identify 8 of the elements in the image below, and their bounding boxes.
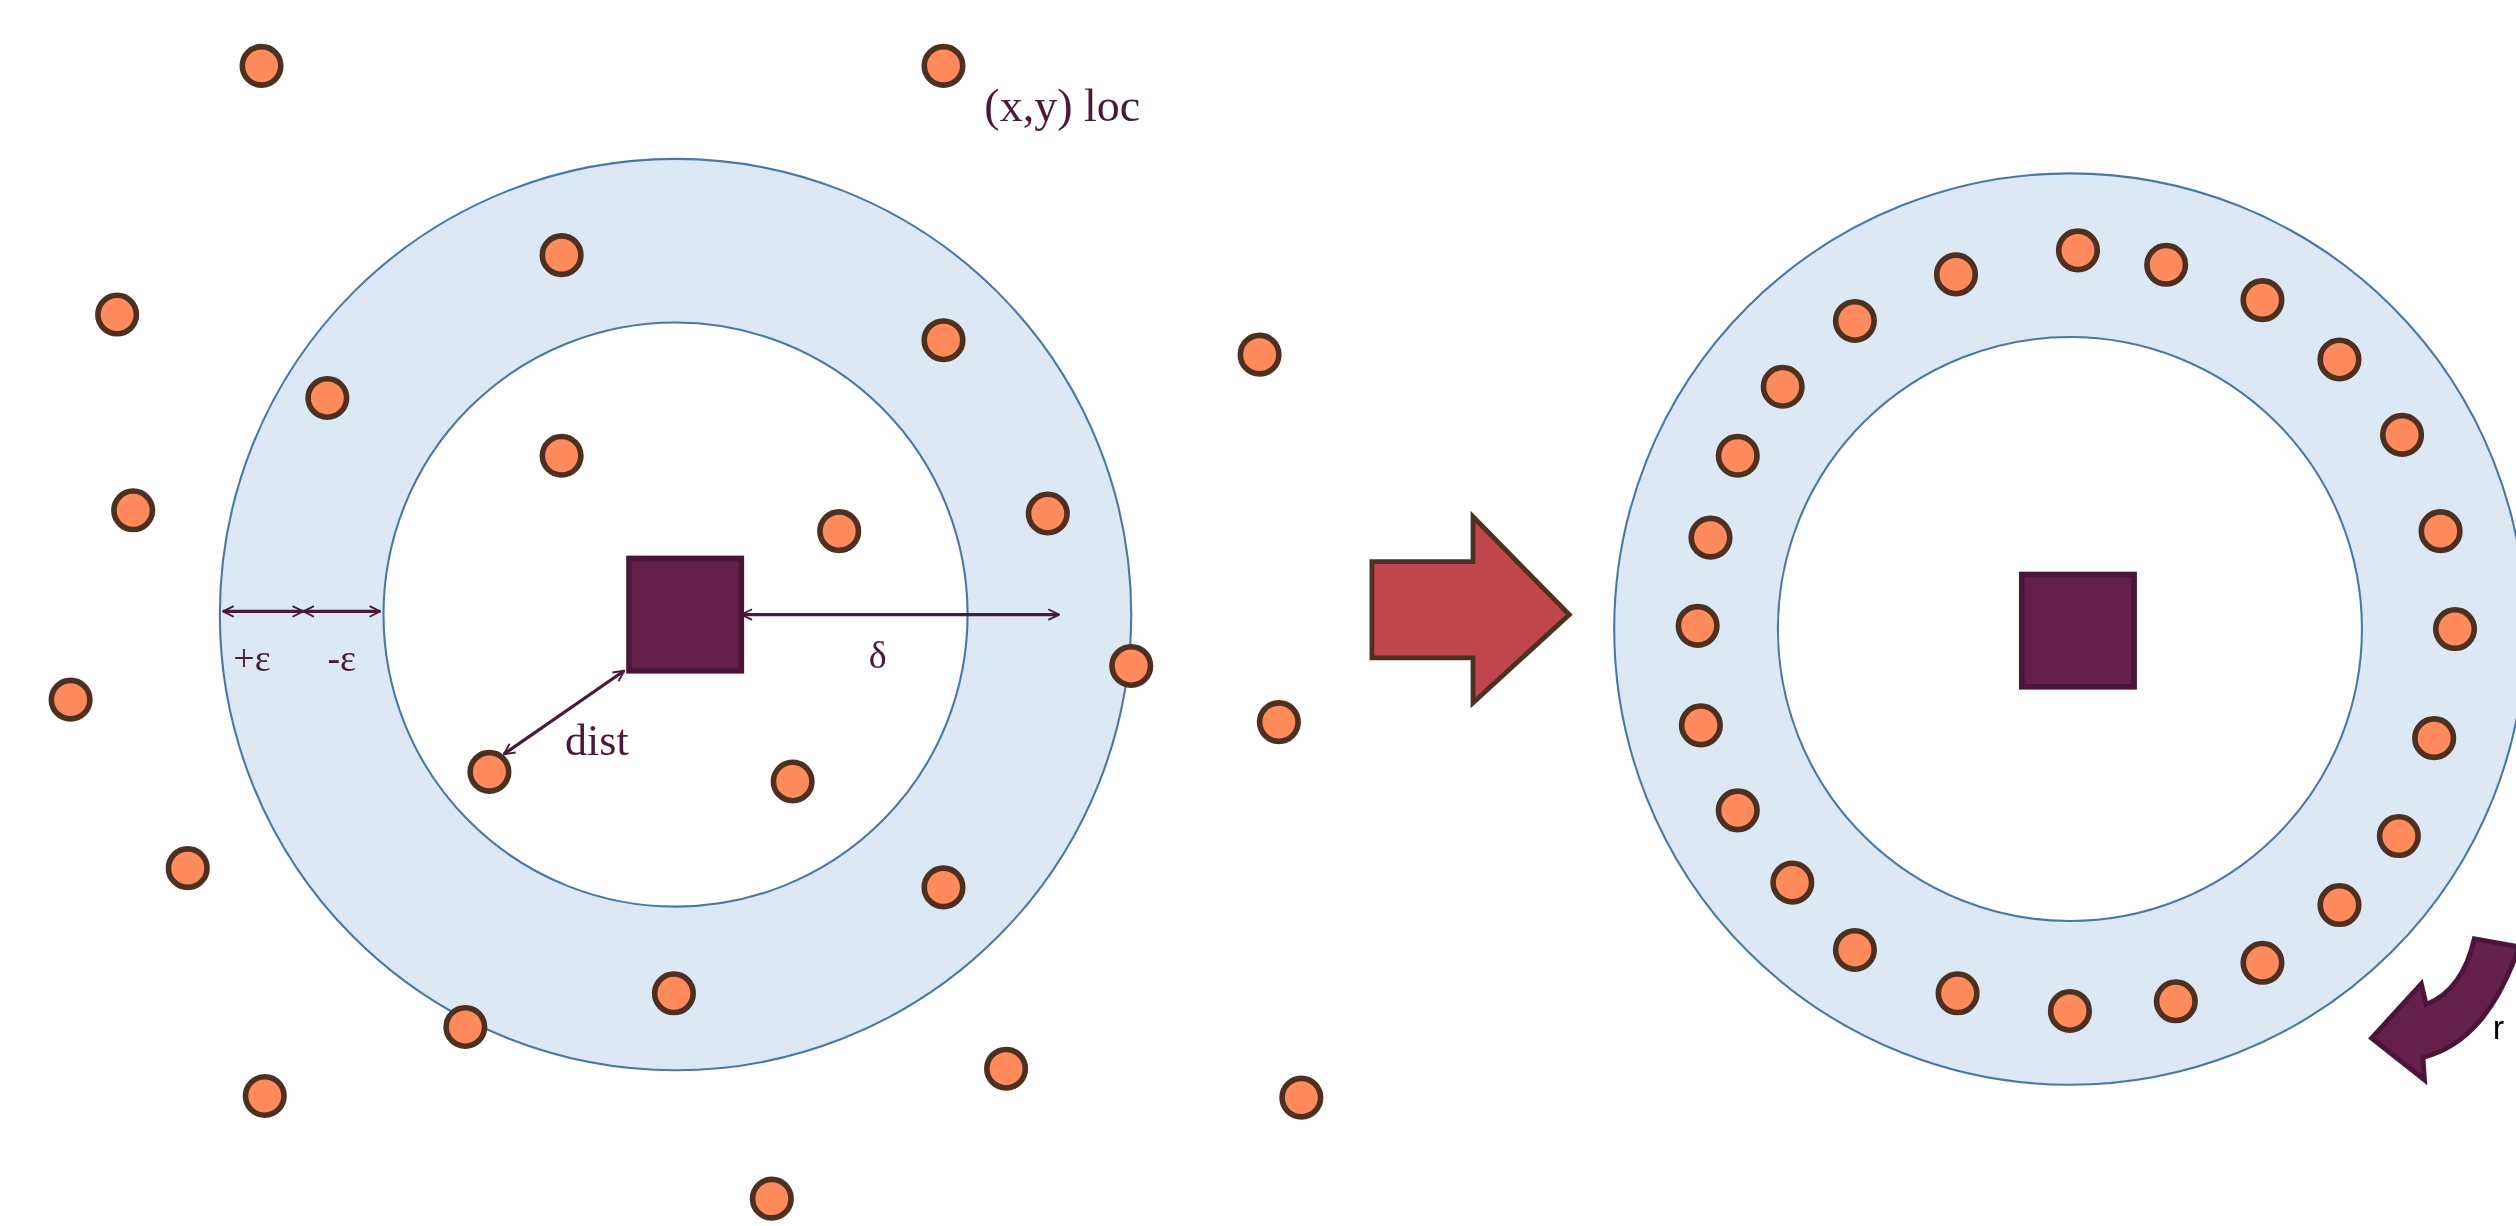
dimension-label: dist [565,719,629,764]
center-square [626,555,745,674]
dimension-label: δ [868,635,887,674]
dimension-label: -ε [327,638,357,677]
dimension-label: +ε [233,638,271,677]
rotation-label: r [2492,1009,2504,1044]
point-label: (x,y) loc [984,82,1141,129]
center-square [2019,571,2137,690]
